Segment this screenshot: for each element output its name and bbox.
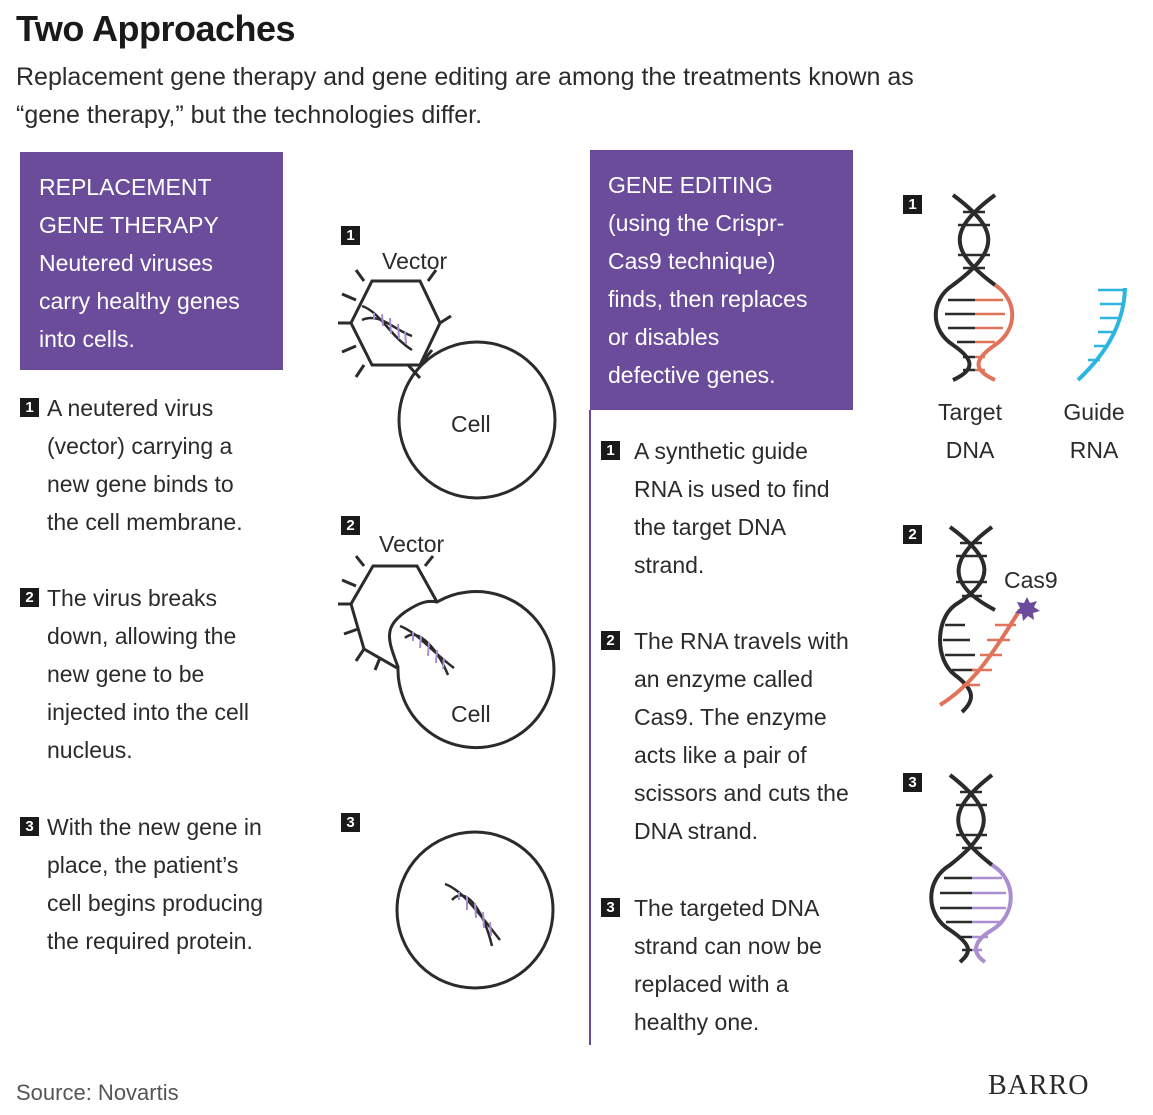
diagram-number: 3 (341, 813, 360, 832)
source-note: Source: Novartis (16, 1080, 179, 1105)
step-line: strand can now be (634, 933, 822, 959)
diagram-number: 1 (903, 195, 922, 214)
diagram-number: 2 (903, 525, 922, 544)
page-title: Two Approaches (16, 8, 296, 49)
step-line: the required protein. (47, 928, 253, 954)
cell-label: Cell (451, 411, 491, 437)
step-line: DNA strand. (634, 818, 758, 844)
step-line: down, allowing the (47, 623, 237, 649)
step-line: RNA is used to find (634, 476, 830, 502)
step-number: 1 (20, 398, 39, 417)
step-number: 3 (601, 898, 620, 917)
left-step-3: 3 With the new gene in place, the patien… (20, 808, 320, 960)
step-number: 3 (20, 817, 39, 836)
gene-editing-box: GENE EDITING (using the Crispr- Cas9 tec… (590, 150, 853, 410)
diagram-number: 2 (341, 516, 360, 535)
step-line: (vector) carrying a (47, 433, 233, 459)
box-line: defective genes. (608, 362, 776, 388)
brand-logo: BARRO (988, 1070, 1090, 1101)
step-line: the target DNA (634, 514, 787, 540)
step-line: new gene to be (47, 661, 205, 687)
step-line: With the new gene in (47, 814, 262, 840)
box-line: GENE THERAPY (39, 212, 219, 238)
target-dna-icon (933, 193, 1015, 382)
step-line: cell begins producing (47, 890, 264, 916)
right-step-3: 3 The targeted DNA strand can now be rep… (601, 889, 886, 1041)
step-line: A neutered virus (47, 395, 214, 421)
box-line: Neutered viruses (39, 250, 213, 276)
vector-label: Vector (379, 531, 445, 557)
right-step-2: 2 The RNA travels with an enzyme called … (601, 622, 891, 850)
diagram-number: 1 (341, 226, 360, 245)
left-step-1: 1 A neutered virus (vector) carrying a n… (20, 389, 310, 541)
step-line: The targeted DNA (634, 895, 820, 921)
step-line: new gene binds to (47, 471, 234, 497)
step-line: The virus breaks (47, 585, 218, 611)
step-line: scissors and cuts the (634, 780, 849, 806)
step-line: Cas9. The enzyme (634, 704, 827, 730)
column-divider (589, 410, 591, 1045)
label-line: Guide (1063, 399, 1125, 425)
dna-cut-icon (938, 525, 1022, 714)
diagram-number: 3 (903, 773, 922, 792)
box-line: (using the Crispr- (608, 210, 785, 236)
target-dna-label: Target DNA (932, 393, 1008, 469)
step-line: the cell membrane. (47, 509, 243, 535)
dna-icon (361, 304, 413, 352)
cas9-enzyme-icon (1015, 597, 1040, 621)
box-line: into cells. (39, 326, 135, 352)
step-line: strand. (634, 552, 705, 578)
vector-label: Vector (382, 248, 448, 274)
step-line: injected into the cell (47, 699, 250, 725)
step-line: healthy one. (634, 1009, 760, 1035)
step-line: The RNA travels with (634, 628, 849, 654)
step-line: nucleus. (47, 737, 133, 763)
repaired-dna-icon (929, 773, 1013, 964)
step-number: 2 (20, 588, 39, 607)
guide-rna-label: Guide RNA (1056, 393, 1132, 469)
box-line: carry healthy genes (39, 288, 240, 314)
step-line: an enzyme called (634, 666, 813, 692)
dna-icon (399, 624, 455, 676)
box-line: or disables (608, 324, 720, 350)
dna-icon (444, 882, 501, 947)
box-line: Cas9 technique) (608, 248, 776, 274)
subtitle-line: Replacement gene therapy and gene editin… (16, 63, 914, 91)
page-subtitle: Replacement gene therapy and gene editin… (16, 58, 1096, 134)
step-number: 2 (601, 631, 620, 650)
label-line: DNA (945, 437, 995, 463)
right-step-1: 1 A synthetic guide RNA is used to find … (601, 432, 886, 584)
step-line: A synthetic guide (634, 438, 808, 464)
step-line: acts like a pair of (634, 742, 807, 768)
box-line: REPLACEMENT (39, 174, 212, 200)
label-line: Target (938, 399, 1002, 425)
cell-label: Cell (451, 701, 491, 727)
replacement-gene-therapy-box: REPLACEMENT GENE THERAPY Neutered viruse… (20, 152, 283, 370)
left-step-2: 2 The virus breaks down, allowing the ne… (20, 579, 320, 769)
step-number: 1 (601, 441, 620, 460)
box-line: finds, then replaces (608, 286, 808, 312)
label-line: RNA (1069, 437, 1119, 463)
step-line: place, the patient’s (47, 852, 239, 878)
cas9-label: Cas9 (1004, 567, 1058, 593)
box-line: GENE EDITING (608, 172, 773, 198)
subtitle-line: “gene therapy,” but the technologies dif… (16, 101, 483, 129)
guide-rna-icon (1076, 287, 1127, 382)
step-line: replaced with a (634, 971, 789, 997)
